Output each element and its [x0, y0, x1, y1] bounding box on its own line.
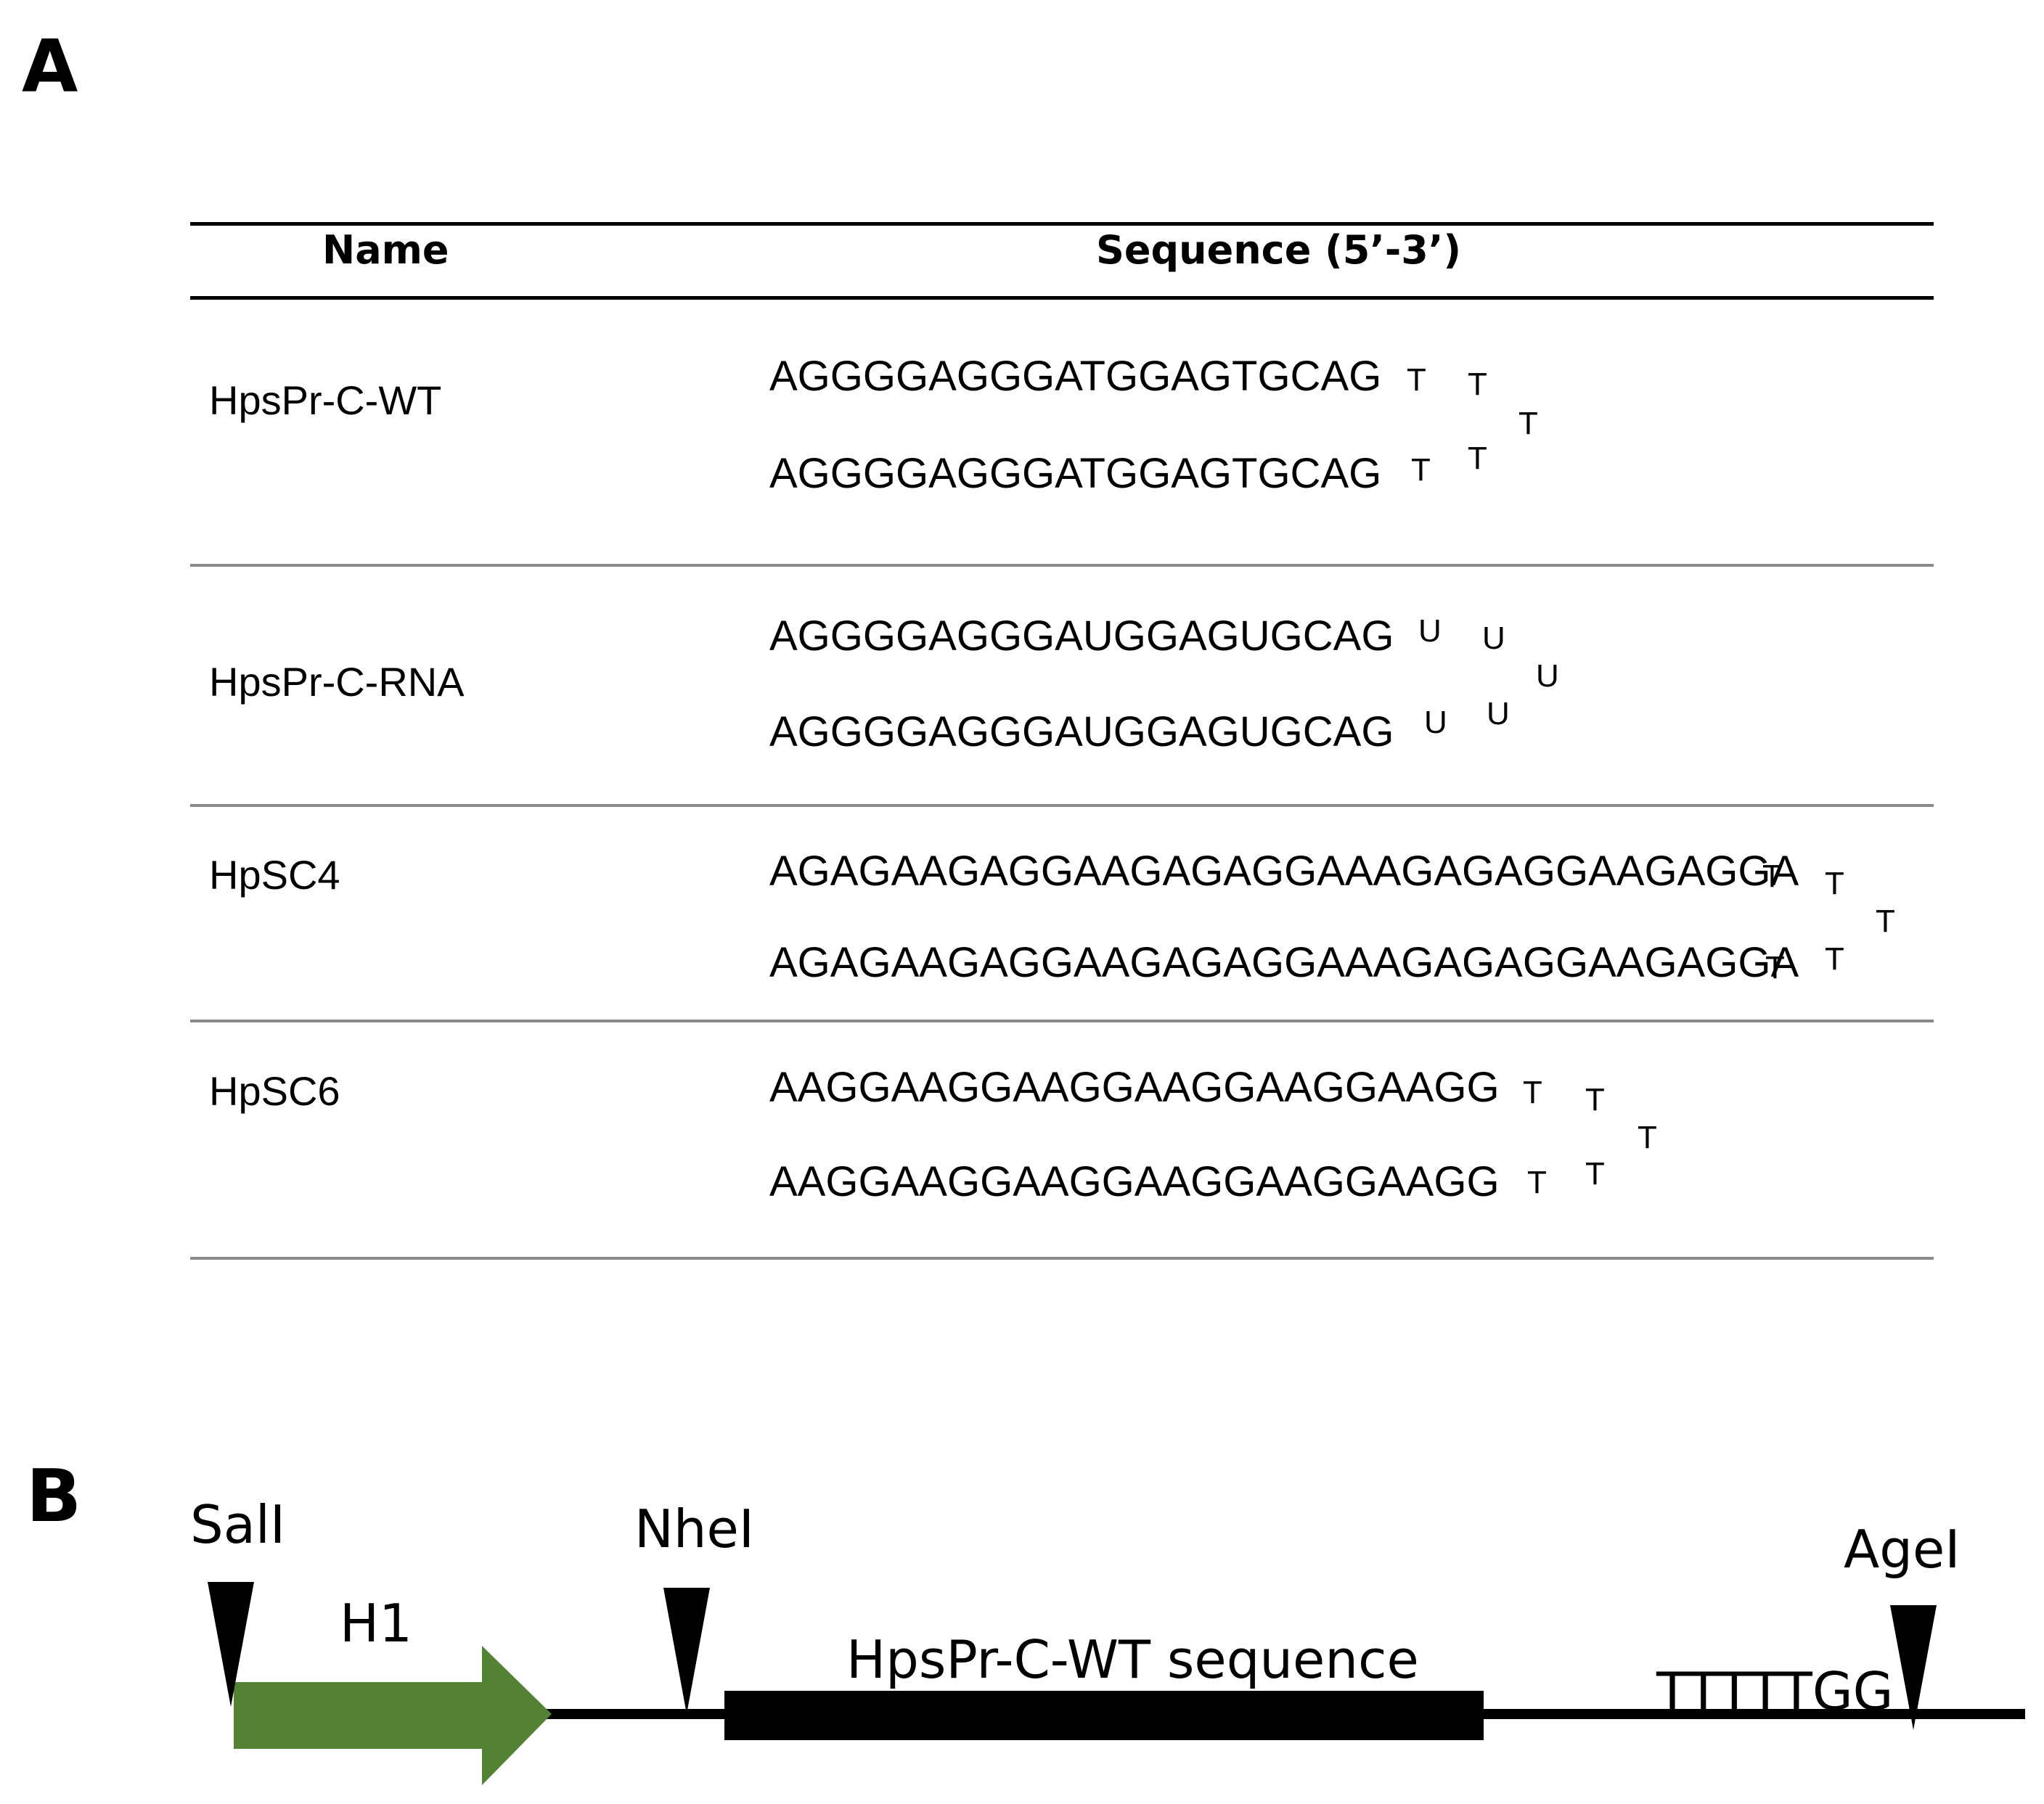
table-bottom-rule [190, 1257, 1934, 1260]
row-4-loop-base: T [1585, 1082, 1605, 1118]
row-3-loop-base: T [1876, 903, 1895, 939]
row-1-loop-base: T [1468, 366, 1487, 402]
row-1-loop-base: T [1407, 362, 1426, 398]
row-divider [190, 564, 1934, 567]
row-1-loop-base: T [1518, 406, 1538, 441]
row-1-loop-base: T [1468, 440, 1487, 476]
row-name-hpspr-c-rna: HpsPr-C-RNA [209, 659, 465, 705]
row-4-loop-base: T [1523, 1075, 1542, 1110]
column-header-sequence: Sequence (5’-3’) [1096, 227, 1462, 273]
row-divider [190, 1020, 1934, 1022]
row-4-loop-base: T [1527, 1165, 1547, 1200]
row-1-loop-base: T [1411, 452, 1431, 488]
row-1-strand-bottom: AGGGGAGGGATGGAGTGCAG [769, 450, 1382, 497]
h1-label: H1 [340, 1593, 412, 1654]
column-header-name: Name [322, 227, 449, 273]
row-4-loop-base: T [1638, 1120, 1657, 1155]
row-3-loop-base: T [1762, 858, 1782, 894]
row-3-strand-bottom: AGAGAAGAGGAAGAGAGGAAAGAGAGGAAGAGGA [769, 939, 1799, 986]
agei-site-marker [1890, 1605, 1937, 1730]
panel-a-label: A [22, 24, 78, 109]
row-name-hpsc6: HpSC6 [209, 1068, 340, 1114]
panel-b-label: B [26, 1454, 82, 1538]
row-divider [190, 804, 1934, 807]
sali-site-marker [208, 1582, 254, 1707]
insert-label: HpsPr-C-WT sequence [846, 1629, 1419, 1690]
row-2-loop-base: U [1418, 613, 1442, 649]
row-name-hpsc4: HpSC4 [209, 852, 340, 898]
table-header-rule [190, 296, 1934, 300]
row-2-loop-base: U [1482, 620, 1505, 656]
row-3-loop-base: T [1825, 866, 1844, 901]
row-2-loop-base: U [1536, 658, 1559, 694]
row-name-hpspr-c-wt: HpsPr-C-WT [209, 377, 442, 423]
nhei-site-marker [663, 1588, 710, 1714]
row-4-loop-base: T [1585, 1156, 1605, 1192]
row-1-strand-top: AGGGGAGGGATGGAGTGCAG [769, 353, 1382, 400]
insert-block [724, 1691, 1484, 1740]
row-2-strand-bottom: AGGGGAGGGAUGGAGUGCAG [769, 708, 1394, 755]
row-3-loop-base: T [1825, 941, 1844, 977]
row-2-loop-base: U [1487, 696, 1510, 731]
row-2-strand-top: AGGGGAGGGAUGGAGUGCAG [769, 612, 1394, 660]
terminator-label: TTTTTGG [1656, 1661, 1893, 1722]
sali-label: SalI [190, 1494, 285, 1555]
nhei-label: NheI [634, 1498, 754, 1559]
agei-label: AgeI [1844, 1519, 1961, 1580]
row-3-loop-base: T [1765, 950, 1785, 985]
row-4-strand-top: AAGGAAGGAAGGAAGGAAGGAAGG [769, 1064, 1500, 1111]
row-4-strand-bottom: AAGGAAGGAAGGAAGGAAGGAAGG [769, 1158, 1500, 1205]
h1-promoter-arrow [234, 1646, 552, 1785]
row-3-strand-top: AGAGAAGAGGAAGAGAGGAAAGAGAGGAAGAGGA [769, 848, 1799, 895]
table-top-rule [190, 222, 1934, 226]
row-2-loop-base: U [1424, 705, 1447, 740]
